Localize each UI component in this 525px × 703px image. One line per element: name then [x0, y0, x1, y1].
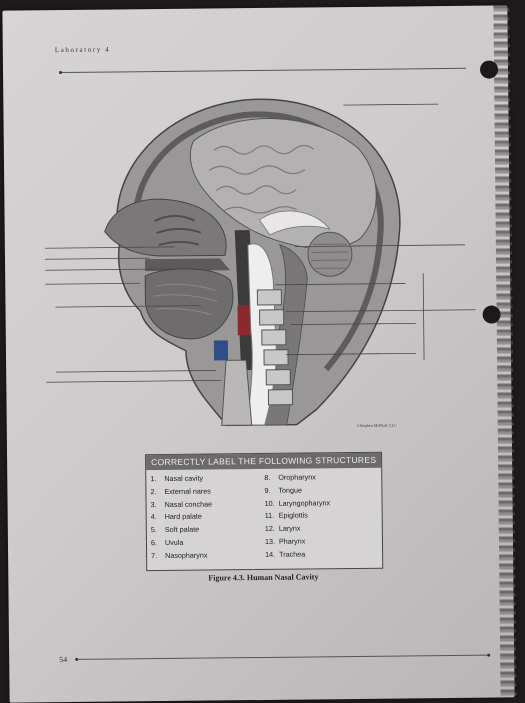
- structure-item: 9.Tongue: [264, 485, 303, 495]
- structure-item: 2.External nares: [150, 486, 211, 496]
- rule-dot: [59, 71, 63, 75]
- structure-item: 8.Oropharynx: [264, 472, 316, 482]
- structure-item: 5.Soft palate: [150, 524, 200, 535]
- figure-copyright: ©Stephen McPhail, LLC: [356, 422, 397, 428]
- structure-item: 12.Larynx: [264, 523, 301, 534]
- structures-box: CORRECTLY LABEL THE FOLLOWING STRUCTURES…: [145, 451, 384, 572]
- structure-item: 6.Uvula: [150, 537, 184, 548]
- structure-item: 10.Laryngopharynx: [264, 497, 331, 508]
- nasal-cavity-diagram: [44, 98, 476, 433]
- structures-column-right: 8.Oropharynx 9.Tongue 10.Laryngopharynx …: [264, 471, 330, 561]
- section-label: Laboratory 4: [54, 45, 111, 55]
- figure-caption: Figure 4.3. Human Nasal Cavity: [208, 572, 319, 583]
- structure-item: 1.Nasal cavity: [150, 473, 204, 484]
- structures-title: CORRECTLY LABEL THE FOLLOWING STRUCTURES: [146, 452, 382, 471]
- footer-rule: [77, 654, 488, 660]
- structure-item: 11.Epiglottis: [264, 510, 308, 521]
- structure-item: 14.Trachea: [265, 549, 306, 559]
- punch-hole: [479, 60, 499, 79]
- structures-column-left: 1.Nasal cavity 2.External nares 3.Nasal …: [150, 472, 212, 562]
- structure-item: 3.Nasal conchae: [150, 499, 213, 509]
- spiral-binding: [493, 5, 517, 698]
- page-number: 54: [59, 655, 68, 665]
- rule-dot: [487, 653, 491, 657]
- punch-hole: [482, 305, 501, 324]
- structure-item: 4.Hard palate: [150, 511, 202, 522]
- header-rule: [61, 67, 467, 74]
- structure-item: 7.Nasopharynx: [151, 550, 208, 560]
- workbook-page: Laboratory 4: [2, 5, 517, 703]
- structure-item: 13.Pharynx: [264, 536, 306, 546]
